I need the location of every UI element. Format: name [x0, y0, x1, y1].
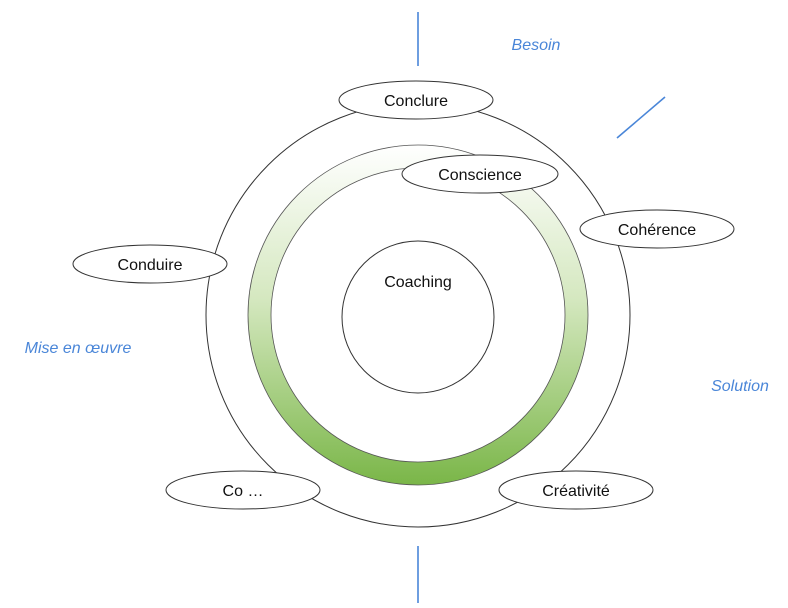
node-creativite: Créativité: [498, 470, 654, 510]
label-solution: Solution: [711, 378, 769, 395]
node-conscience: Conscience: [401, 154, 559, 194]
node-coherence: Cohérence: [579, 209, 735, 249]
node-conclure-label: Conclure: [384, 93, 448, 110]
label-besoin: Besoin: [512, 37, 561, 54]
coaching-label: Coaching: [384, 274, 452, 291]
label-mise-en-oeuvre: Mise en œuvre: [25, 340, 132, 357]
node-conscience-label: Conscience: [438, 167, 522, 184]
node-co-label: Co …: [223, 483, 264, 500]
node-conclure: Conclure: [338, 80, 494, 120]
node-conduire-label: Conduire: [118, 257, 183, 274]
node-conduire: Conduire: [72, 244, 228, 284]
divider-top-right: [616, 96, 666, 139]
node-co: Co …: [165, 470, 321, 510]
node-coherence-label: Cohérence: [618, 222, 696, 239]
node-creativite-label: Créativité: [542, 483, 610, 500]
coaching-circle: [341, 240, 495, 394]
